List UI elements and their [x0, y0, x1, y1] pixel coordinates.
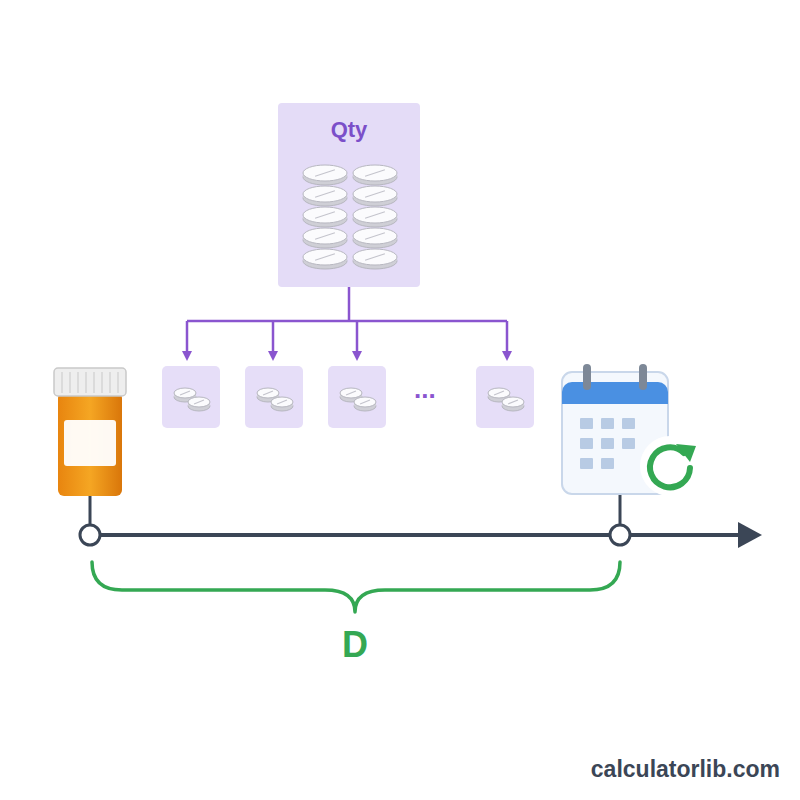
pill-stack — [278, 149, 420, 274]
duration-brace — [92, 562, 620, 612]
duration-label: D — [342, 624, 368, 666]
split-lines — [187, 287, 507, 356]
node-title: Qty — [278, 117, 420, 143]
dose-boxes — [162, 366, 534, 428]
timeline — [80, 495, 762, 548]
watermark: calculatorlib.com — [591, 756, 780, 783]
pill-bottle — [54, 368, 126, 496]
ellipsis: ... — [414, 374, 436, 405]
quantity-box: Qty — [278, 103, 420, 287]
calendar-icon — [562, 364, 700, 496]
